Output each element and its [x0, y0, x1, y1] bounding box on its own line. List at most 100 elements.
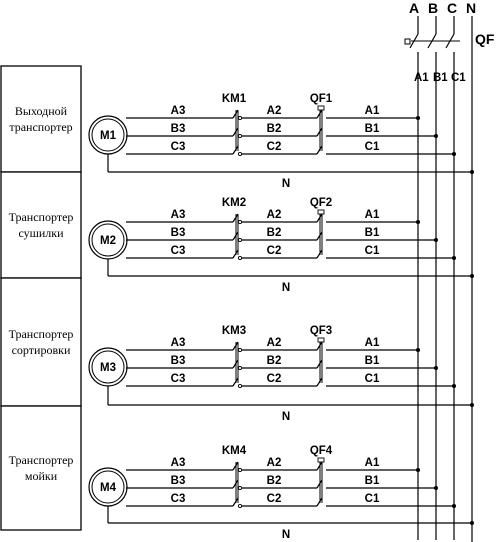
- line-side-label-2: C1: [365, 245, 380, 257]
- line-side-label-1: B1: [365, 227, 380, 239]
- section-label-box: [0, 65, 82, 173]
- motor-label: M3: [100, 362, 116, 374]
- contactor-terminal-1: [237, 133, 243, 139]
- contactor-terminal-1: [237, 237, 243, 243]
- contactor-terminal-2: [237, 503, 243, 509]
- contactor-terminal-0: [237, 115, 243, 121]
- motor-label: M4: [100, 482, 117, 494]
- motor-label: M2: [100, 235, 116, 247]
- bus-phase-c: C: [447, 0, 457, 16]
- bus-tap-a1: A1: [414, 72, 429, 84]
- contactor-label: KM4: [222, 445, 247, 457]
- contactor-label: KM3: [222, 325, 246, 337]
- motor-inner-ring: [91, 350, 125, 384]
- line-side-label-2: C1: [365, 141, 380, 153]
- motor-side-label-0: A3: [171, 457, 186, 469]
- breaker-handle: [317, 457, 325, 463]
- bus-junction-2: [452, 504, 456, 508]
- line-side-label-1: B1: [365, 475, 380, 487]
- bus-phase-n: N: [466, 0, 476, 16]
- neutral-label: N: [282, 178, 290, 190]
- motor-side-label-0: A3: [171, 105, 186, 117]
- line-side-label-0: A1: [365, 105, 380, 117]
- bus-header: A B C N QF A1 B1 C1: [409, 0, 495, 84]
- contactor-terminal-1: [237, 485, 243, 491]
- bus-tap-b1: B1: [433, 72, 448, 84]
- line-side-label-0: A1: [365, 457, 380, 469]
- section-label-line2: сушилки: [18, 226, 64, 240]
- section-label-box: [0, 171, 82, 279]
- neutral-junction: [470, 274, 474, 278]
- line-side-label-1: B1: [365, 355, 380, 367]
- section-label-box: [0, 405, 82, 531]
- motor-side-label-1: B3: [171, 123, 186, 135]
- breaker-handle: [317, 337, 325, 343]
- motor-side-label-2: C3: [171, 493, 186, 505]
- mid-label-1: B2: [267, 475, 282, 487]
- contactor-terminal-2: [237, 151, 243, 157]
- motor-side-label-2: C3: [171, 141, 186, 153]
- motor-side-label-0: A3: [171, 337, 186, 349]
- contactor-terminal-0: [237, 347, 243, 353]
- mid-label-0: A2: [267, 209, 282, 221]
- bus-junction-2: [452, 152, 456, 156]
- breaker-label: QF3: [310, 325, 332, 337]
- breaker-label: QF2: [310, 197, 332, 209]
- neutral-junction: [470, 403, 474, 407]
- bus-junction-1: [434, 486, 438, 490]
- neutral-junction: [470, 521, 474, 525]
- neutral-label: N: [282, 282, 290, 294]
- line-side-label-0: A1: [365, 337, 380, 349]
- section-label-line2: мойки: [25, 469, 58, 483]
- breaker-label: QF1: [310, 93, 333, 105]
- bus-junction-0: [416, 348, 420, 352]
- motor-side-label-1: B3: [171, 475, 186, 487]
- motor-inner-ring: [91, 470, 125, 504]
- contactor-label: KM1: [222, 93, 247, 105]
- mid-label-1: B2: [267, 123, 282, 135]
- bus-wiring: [404, 16, 473, 542]
- section-label-line2: сортировки: [12, 343, 71, 357]
- line-side-label-2: C1: [365, 493, 380, 505]
- contactor-terminal-0: [237, 467, 243, 473]
- bus-tap-c1: C1: [451, 72, 466, 84]
- mid-label-2: C2: [267, 493, 282, 505]
- motor-side-label-1: B3: [171, 227, 186, 239]
- breaker-handle: [317, 105, 325, 111]
- contactor-terminal-1: [237, 365, 243, 371]
- bus-junction-1: [434, 134, 438, 138]
- bus-junction-0: [416, 220, 420, 224]
- motor-side-label-2: C3: [171, 245, 186, 257]
- bus-junction-1: [434, 238, 438, 242]
- motor-side-label-0: A3: [171, 209, 186, 221]
- section-label-line1: Транспортер: [9, 210, 74, 224]
- section-label-line1: Транспортер: [9, 327, 74, 341]
- breaker-label: QF4: [310, 445, 333, 457]
- contactor-terminal-2: [237, 255, 243, 261]
- mid-label-2: C2: [267, 141, 282, 153]
- mid-label-2: C2: [267, 373, 282, 385]
- motor-label: M1: [100, 130, 117, 142]
- bus-junction-2: [452, 384, 456, 388]
- bus-junction-2: [452, 256, 456, 260]
- mid-label-2: C2: [267, 245, 282, 257]
- contactor-terminal-0: [237, 219, 243, 225]
- section-label-box: [0, 277, 82, 407]
- motor-inner-ring: [91, 118, 125, 152]
- mid-label-0: A2: [267, 105, 282, 117]
- mid-label-0: A2: [267, 337, 282, 349]
- main-breaker-handle: [404, 38, 411, 45]
- bus-junction-0: [416, 116, 420, 120]
- mid-label-1: B2: [267, 355, 282, 367]
- breaker-handle: [317, 209, 325, 215]
- neutral-label: N: [282, 411, 290, 423]
- bus-junction-0: [416, 468, 420, 472]
- neutral-junction: [470, 170, 474, 174]
- line-side-label-2: C1: [365, 373, 380, 385]
- section-label-line1: Транспортер: [9, 453, 74, 467]
